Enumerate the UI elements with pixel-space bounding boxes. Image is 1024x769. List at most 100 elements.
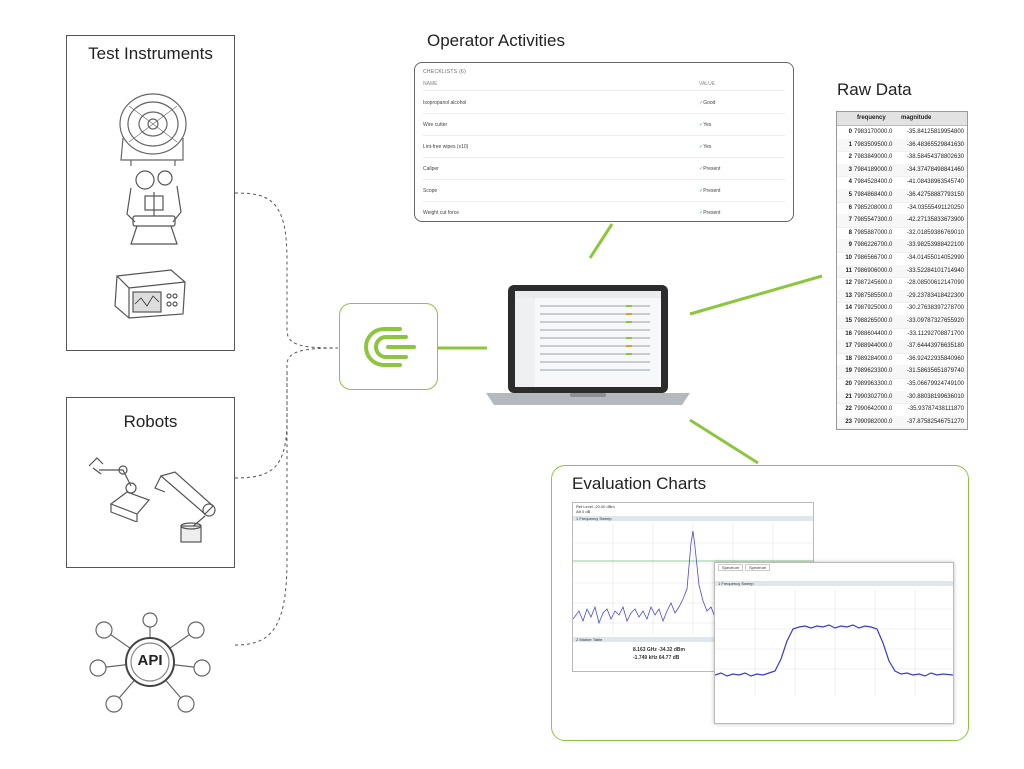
charts-laptop-link bbox=[689, 418, 759, 465]
raw-row-magnitude: -35.06679924749100 bbox=[906, 381, 964, 387]
checklist-row[interactable]: Wire cutter Yes bbox=[423, 113, 785, 136]
operator-activities-card: CHECKLISTS (6) NAME VALUE Isopropanol al… bbox=[414, 62, 794, 222]
raw-row-index: 7 bbox=[848, 217, 852, 224]
raw-col-magnitude: magnitude bbox=[901, 115, 932, 121]
spec1-section-bar bbox=[573, 516, 813, 521]
evaluation-charts-title: Evaluation Charts bbox=[572, 474, 707, 493]
raw-row-magnitude: -35.93787438111870 bbox=[907, 406, 964, 413]
raw-row-magnitude: -34.37478498841460 bbox=[906, 166, 964, 173]
hub-logo-icon bbox=[364, 327, 416, 367]
raw-row-frequency: 7986566700.0 bbox=[854, 255, 893, 261]
raw-row-frequency: 7985208000.0 bbox=[854, 204, 893, 211]
checklist-item-name: Lint-free wipes (x10) bbox=[423, 144, 469, 150]
spec2-tab-2[interactable]: Spectrum bbox=[745, 564, 771, 571]
spec1-marker-2: -1.749 kHz 64.77 dB bbox=[633, 655, 680, 661]
raw-row-index: 10 bbox=[845, 255, 852, 261]
raw-row-frequency: 7984868400.0 bbox=[854, 192, 893, 198]
raw-row-frequency: 7989623300.0 bbox=[854, 368, 893, 375]
operator-activities-title: Operator Activities bbox=[427, 31, 565, 50]
raw-row-magnitude: -33.11292708871700 bbox=[907, 330, 964, 337]
raw-row-magnitude: -35.84125819954800 bbox=[906, 129, 964, 135]
checklist-item-name: Wire cutter bbox=[423, 122, 448, 128]
checklist-row[interactable]: CaliperPresent bbox=[423, 157, 785, 180]
hub-node bbox=[339, 303, 438, 390]
raw-row-index: 19 bbox=[845, 368, 852, 375]
test-instruments-panel: Test Instruments bbox=[66, 35, 235, 351]
raw-row-index: 18 bbox=[845, 355, 852, 362]
checklist-item-value: Good bbox=[699, 100, 715, 106]
checklist-row[interactable]: Weight cut force Present bbox=[423, 201, 785, 221]
api-connector bbox=[234, 370, 288, 646]
raw-row-frequency: 7989963300.0 bbox=[854, 381, 893, 387]
robot-arm-icon bbox=[88, 457, 151, 522]
checklist-item-value: Present bbox=[699, 210, 720, 216]
fan-instrument-icon bbox=[119, 93, 187, 166]
checklist-row[interactable]: Lint-free wipes (x10)Yes bbox=[423, 135, 785, 158]
checklist-item-name: Scope bbox=[423, 188, 438, 194]
raw-row-index: 1 bbox=[848, 141, 852, 148]
raw-row-magnitude: -36.48365529841630 bbox=[906, 141, 964, 148]
raw-row-index: 8 bbox=[848, 229, 852, 236]
oscilloscope-icon bbox=[114, 269, 186, 319]
raw-row-frequency: 7990642000.0 bbox=[854, 406, 893, 413]
raw-row-index: 0 bbox=[848, 129, 852, 135]
spec2-tab-1[interactable]: Spectrum bbox=[718, 564, 744, 571]
raw-row-magnitude: -37.87582546751270 bbox=[906, 418, 964, 425]
checklist-item-name: Weight cut force bbox=[423, 210, 460, 216]
raw-row-frequency: 7988944000.0 bbox=[854, 343, 893, 350]
raw-row-frequency: 7988604400.0 bbox=[854, 330, 893, 337]
raw-row-magnitude: -29.23783418422300 bbox=[906, 292, 964, 299]
raw-row-magnitude: -37.64443976635180 bbox=[906, 343, 964, 350]
raw-row-index: 5 bbox=[848, 192, 852, 198]
checklist-item-name: Isopropanol alcohol bbox=[423, 100, 467, 106]
spec2-section-bar bbox=[715, 581, 953, 586]
raw-row-magnitude: -30.27638397278700 bbox=[906, 305, 964, 312]
raw-row-index: 20 bbox=[845, 381, 852, 387]
raw-row-frequency: 7987245600.0 bbox=[854, 280, 893, 287]
raw-row-frequency: 7990982000.0 bbox=[854, 418, 893, 425]
raw-laptop-link bbox=[689, 274, 823, 316]
laptop-icon bbox=[486, 285, 690, 405]
raw-row-frequency: 7985887000.0 bbox=[854, 229, 893, 236]
industrial-robot-icon bbox=[154, 471, 216, 543]
checklist-item-value: Yes bbox=[699, 122, 711, 128]
spec2-section: 1 Frequency Sweep bbox=[718, 581, 754, 586]
raw-row-index: 9 bbox=[848, 242, 852, 249]
checklist-col-name: NAME bbox=[423, 81, 438, 87]
raw-row-magnitude: -33.52284101714940 bbox=[906, 267, 964, 274]
raw-row-index: 15 bbox=[845, 318, 852, 324]
checklist-row[interactable]: ScopePresent bbox=[423, 179, 785, 202]
raw-row-magnitude: -33.98253988422100 bbox=[906, 242, 964, 249]
spec2-trace-plot bbox=[715, 589, 953, 695]
raw-row-magnitude: -36.42758887793150 bbox=[906, 192, 964, 198]
raw-row-magnitude: -34.03555491120250 bbox=[907, 204, 964, 211]
spec1-marker-bar bbox=[573, 637, 813, 642]
raw-data-header: frequency magnitude bbox=[837, 112, 967, 126]
raw-row-index: 16 bbox=[845, 330, 852, 337]
raw-row-magnitude: -28.08500612147090 bbox=[906, 280, 964, 287]
raw-row-index: 23 bbox=[845, 418, 852, 425]
raw-row-frequency: 7986906000.0 bbox=[854, 267, 893, 274]
evaluation-charts-panel: Evaluation Charts Ref Level -20.00 dBm A… bbox=[551, 465, 969, 741]
checklist-row[interactable]: Isopropanol alcohol Good bbox=[423, 91, 785, 114]
raw-row-magnitude: -30.88038199636010 bbox=[906, 393, 964, 400]
raw-row-magnitude: -31.58635651879740 bbox=[906, 368, 964, 375]
